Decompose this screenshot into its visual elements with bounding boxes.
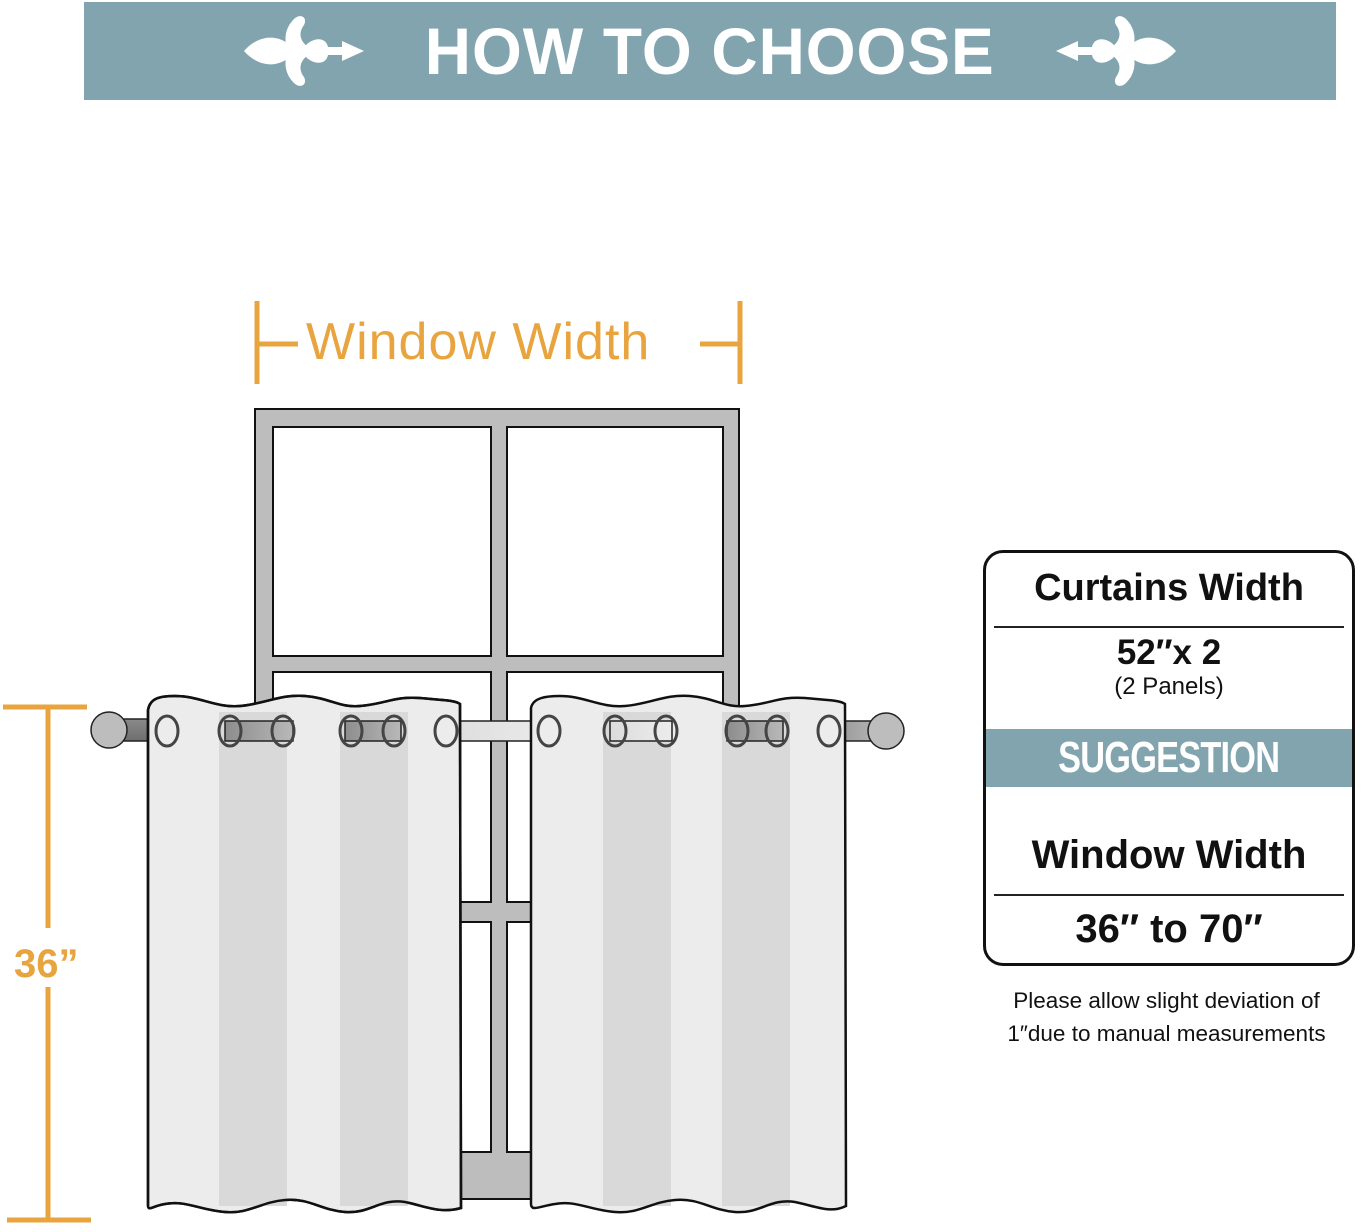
grommet [724, 714, 750, 748]
curtain-diagram: Window Width 36” [3, 301, 905, 1223]
curtains-width-value: 52″x 2 [1116, 633, 1222, 672]
grommet [536, 714, 562, 748]
grommet [217, 714, 243, 748]
rod-finial-right [867, 712, 905, 750]
curtain-panel-right [529, 694, 848, 1214]
rod-finial-left [90, 711, 128, 749]
window-width-heading: Window Width [1031, 833, 1307, 877]
footnote-line-1: Please allow slight deviation of [1013, 988, 1320, 1013]
grommet [816, 714, 842, 748]
spec-card: Curtains Width 52″x 2 (2 Panels) SUGGEST… [983, 550, 1355, 966]
window-curtain-illustration [3, 301, 905, 1223]
curtain-length-measure [3, 704, 91, 1223]
fleur-de-lis-icon [1055, 16, 1176, 86]
window-width-label: Window Width [306, 313, 651, 371]
grommet [653, 714, 679, 748]
curtains-width-heading: Curtains Width [1034, 567, 1304, 609]
grommet [154, 714, 180, 748]
header-banner: HOW TO CHOOSE [84, 2, 1336, 100]
curtain-panel-left [146, 694, 463, 1214]
divider [994, 894, 1344, 896]
suggestion-band: SUGGESTION [986, 729, 1352, 787]
divider [994, 626, 1344, 628]
grommet [602, 714, 628, 748]
curtain-length-label: 36” [14, 942, 79, 986]
grommets [154, 714, 842, 748]
curtains-width-note: (2 Panels) [1114, 673, 1224, 700]
suggestion-label: SUGGESTION [1058, 733, 1280, 782]
footnote: Please allow slight deviation of 1″due t… [972, 984, 1361, 1050]
grommet [270, 714, 296, 748]
footnote-line-2: 1″due to manual measurements [1007, 1021, 1326, 1046]
window-width-measure [254, 301, 743, 384]
grommet [381, 714, 407, 748]
page-title: HOW TO CHOOSE [425, 14, 995, 88]
grommet [338, 714, 364, 748]
grommet [433, 714, 459, 748]
grommet [764, 714, 790, 748]
window-width-value: 36″ to 70″ [1075, 907, 1263, 951]
fleur-de-lis-icon [244, 16, 365, 86]
